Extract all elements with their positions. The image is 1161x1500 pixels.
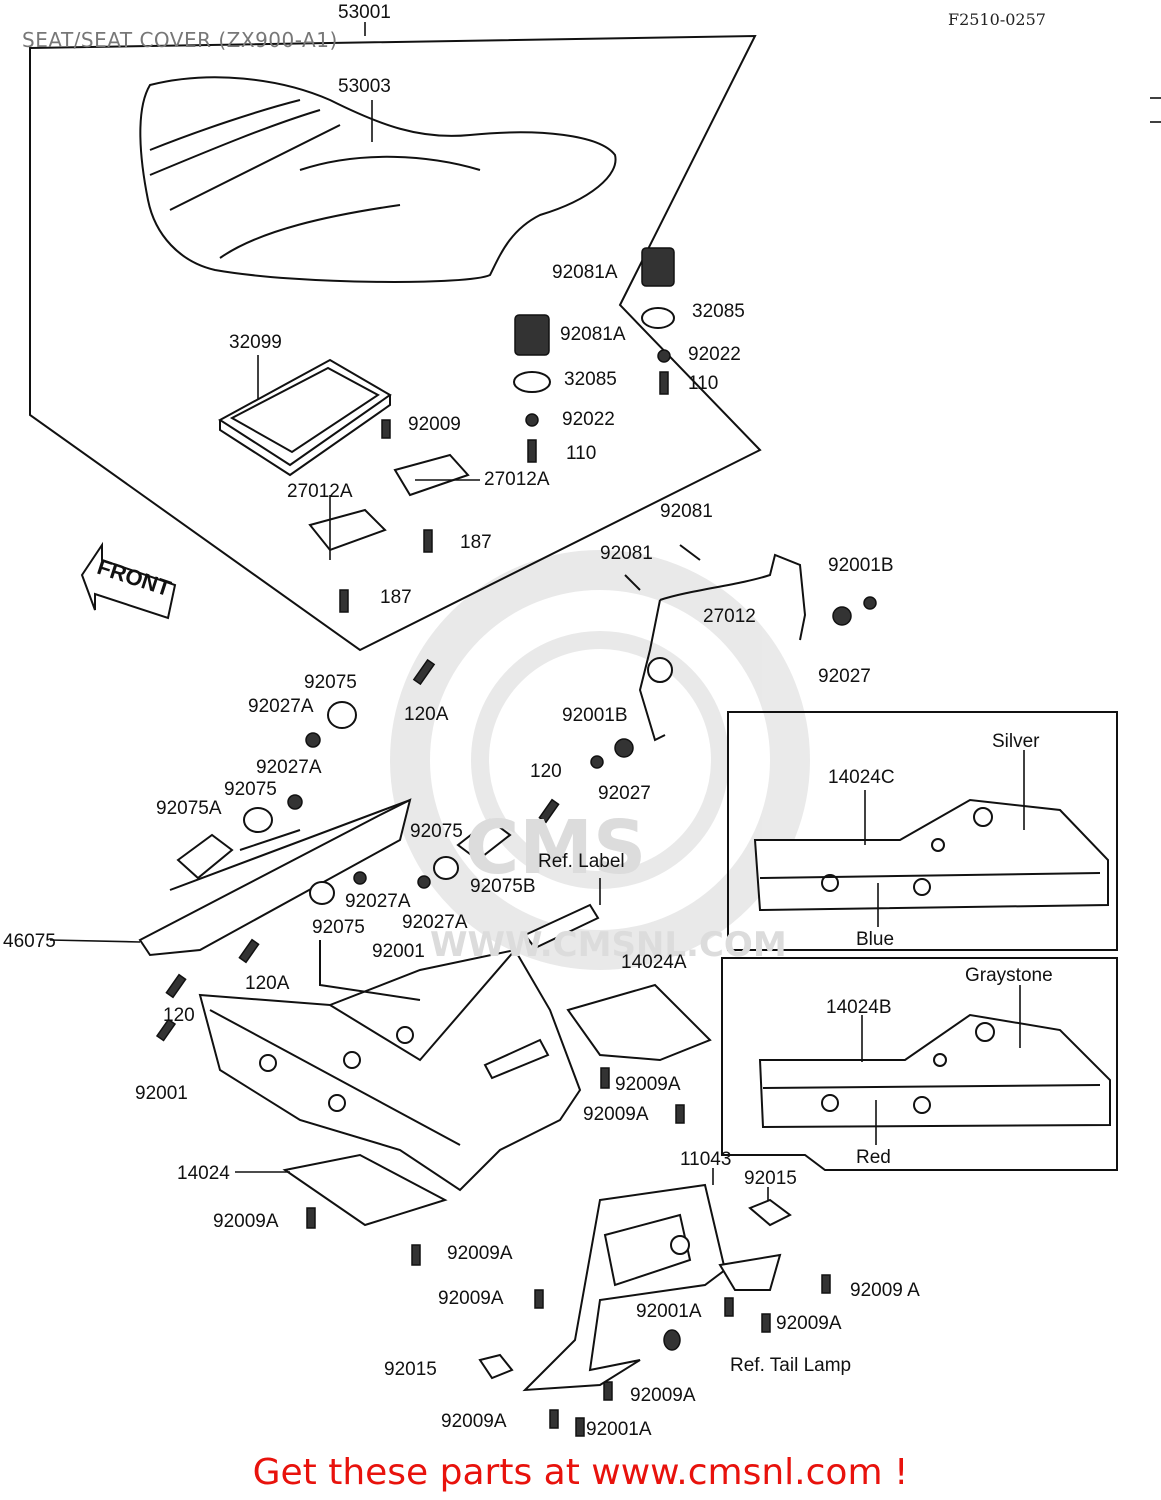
bracket-27012a-left — [308, 508, 387, 552]
part-label[interactable]: 92009 — [408, 414, 461, 435]
under-plate-14024 — [282, 1153, 448, 1227]
storage-tray — [218, 358, 392, 477]
part-label[interactable]: 14024C — [828, 767, 895, 788]
part-label[interactable]: 46075 — [3, 931, 56, 952]
part-label[interactable]: 53003 — [338, 76, 391, 97]
part-label[interactable]: 92009A — [441, 1411, 507, 1432]
part-label[interactable]: 92009A — [630, 1385, 696, 1406]
ref-label-tag — [523, 903, 600, 950]
part-label[interactable]: 92075 — [312, 917, 365, 938]
part-label[interactable]: 92022 — [688, 344, 741, 365]
part-label[interactable]: 92009A — [213, 1211, 279, 1232]
color-label-silver: Silver — [992, 731, 1040, 752]
seat-assembly-outline — [29, 34, 762, 652]
part-label[interactable]: 120 — [530, 761, 562, 782]
part-label[interactable]: 92027 — [818, 666, 871, 687]
part-label[interactable]: 92001 — [135, 1083, 188, 1104]
color-label-graystone: Graystone — [965, 965, 1053, 986]
part-label[interactable]: 32085 — [564, 369, 617, 390]
part-label[interactable]: 92009 A — [850, 1280, 920, 1301]
front-arrow-shape — [80, 541, 177, 620]
part-label[interactable]: 92022 — [562, 409, 615, 430]
bracket-27012a-right — [393, 453, 470, 497]
part-label[interactable]: 92027A — [248, 696, 314, 717]
part-label[interactable]: 92081A — [552, 262, 618, 283]
part-label[interactable]: 92001 — [372, 941, 425, 962]
part-label[interactable]: 120 — [163, 1005, 195, 1026]
figure-code: F2510-0257 — [948, 10, 1046, 29]
part-label[interactable]: 92075 — [304, 672, 357, 693]
part-label[interactable]: 92081A — [560, 324, 626, 345]
part-label[interactable]: 92081 — [660, 501, 713, 522]
part-label[interactable]: 53001 — [338, 2, 391, 23]
footer-cta-link[interactable]: Get these parts at www.cmsnl.com ! — [252, 1452, 909, 1493]
part-label[interactable]: 110 — [688, 373, 719, 394]
part-label[interactable]: 92001A — [586, 1419, 652, 1440]
screws-bottom — [306, 1067, 831, 1437]
part-label[interactable]: 92009A — [447, 1243, 513, 1264]
part-label[interactable]: 27012A — [484, 469, 550, 490]
part-label[interactable]: Ref. Label — [538, 851, 625, 872]
part-label[interactable]: 92001B — [828, 555, 894, 576]
variant-panel-1 — [727, 711, 1118, 951]
part-label[interactable]: Ref. Tail Lamp — [730, 1355, 852, 1376]
part-label[interactable]: 27012A — [287, 481, 353, 502]
color-label-blue: Blue — [856, 929, 895, 950]
part-label[interactable]: 92075B — [470, 876, 536, 897]
part-label[interactable]: 92027A — [402, 912, 468, 933]
part-label[interactable]: 187 — [460, 532, 492, 553]
part-label[interactable]: 92075 — [224, 779, 277, 800]
part-label[interactable]: 32085 — [692, 301, 745, 322]
seat-cover — [139, 76, 617, 283]
tail-lamp-bracket — [522, 1183, 727, 1392]
part-label[interactable]: 92015 — [384, 1359, 437, 1380]
part-label[interactable]: 92027 — [598, 783, 651, 804]
page-title: SEAT/SEAT COVER (ZX900-A1) — [22, 28, 338, 52]
part-label[interactable]: 92001B — [562, 705, 628, 726]
part-label[interactable]: 92009A — [583, 1104, 649, 1125]
grommets — [176, 701, 512, 905]
part-label[interactable]: 32099 — [229, 332, 282, 353]
part-label[interactable]: 92075 — [410, 821, 463, 842]
part-label[interactable]: 92027A — [256, 757, 322, 778]
part-label[interactable]: 14024B — [826, 997, 892, 1018]
tail-cover-46075 — [138, 798, 412, 957]
part-label[interactable]: 187 — [380, 587, 412, 608]
watermark-url: WWW.CMSNL.COM — [430, 925, 787, 965]
part-label[interactable]: 92027A — [345, 891, 411, 912]
part-label[interactable]: 110 — [566, 443, 597, 464]
part-label[interactable]: 14024 — [177, 1163, 230, 1184]
part-label[interactable]: 92009A — [615, 1074, 681, 1095]
part-label[interactable]: 11043 — [680, 1149, 732, 1170]
part-label[interactable]: 120A — [245, 973, 290, 994]
part-label[interactable]: 92009A — [438, 1288, 504, 1309]
part-label[interactable]: 92075A — [156, 798, 222, 819]
part-label[interactable]: 27012 — [703, 606, 756, 627]
part-label[interactable]: 14024A — [621, 952, 687, 973]
part-label[interactable]: 92009A — [776, 1313, 842, 1334]
variant-panel-2 — [721, 957, 1118, 1171]
seat-cover-rear — [198, 948, 582, 1192]
part-label[interactable]: 92015 — [744, 1168, 797, 1189]
part-label[interactable]: 120A — [404, 704, 449, 725]
watermark-text: CMS — [465, 805, 647, 891]
seat-dampers — [339, 247, 675, 613]
part-label[interactable]: 92001A — [636, 1301, 702, 1322]
part-label[interactable]: 92081 — [600, 543, 653, 564]
seat-lock-bracket — [638, 553, 807, 742]
color-label-red: Red — [856, 1147, 891, 1168]
side-plate-14024a — [566, 983, 712, 1062]
